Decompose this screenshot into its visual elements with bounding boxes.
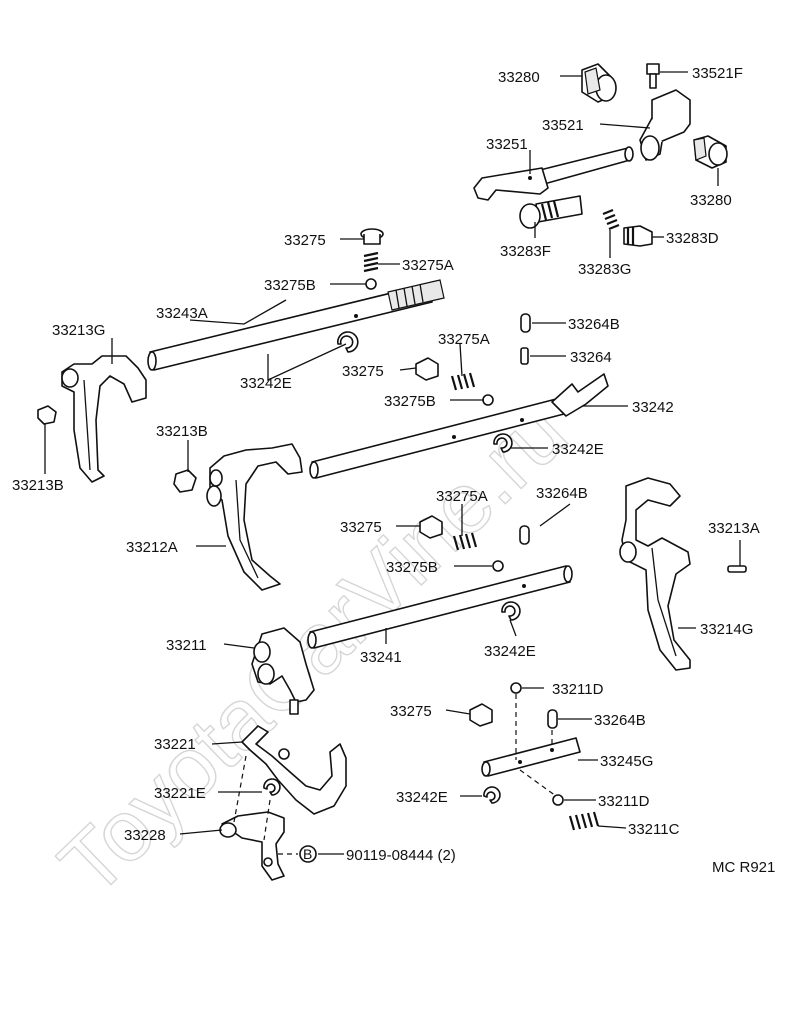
label-33242: 33242 bbox=[632, 399, 674, 416]
label-33211D-b: 33211D bbox=[598, 793, 650, 810]
label-33214G: 33214G bbox=[700, 621, 753, 638]
part-labels: 33280 33521F 33521 33251 33280 33275 332… bbox=[12, 65, 775, 876]
diagram-code: MC R921 bbox=[712, 859, 775, 876]
shift-head-33211 bbox=[251, 627, 315, 715]
spring-33275A-c bbox=[452, 532, 478, 551]
label-33275-d: 33275 bbox=[390, 703, 432, 720]
rod-33245G bbox=[481, 737, 581, 777]
spring-33283G bbox=[602, 208, 620, 231]
label-33264B-c: 33264B bbox=[594, 712, 646, 729]
label-33275A-a: 33275A bbox=[402, 257, 454, 274]
label-33283G: 33283G bbox=[578, 261, 631, 278]
label-33242E-b: 33242E bbox=[552, 441, 604, 458]
label-33280-right: 33280 bbox=[690, 192, 732, 209]
guide-dashed-33221-33228 bbox=[233, 755, 298, 855]
pin-33213A bbox=[727, 565, 747, 573]
rod-33242 bbox=[309, 373, 609, 479]
label-33275B-b: 33275B bbox=[384, 393, 436, 410]
fork-33213G bbox=[61, 355, 147, 483]
label-33275B-c: 33275B bbox=[386, 559, 438, 576]
ball-33211D-b bbox=[552, 794, 564, 806]
plug-33275-a bbox=[360, 228, 384, 245]
plug-33275-c bbox=[419, 515, 443, 539]
spring-33275A-a bbox=[363, 251, 379, 273]
label-33283D: 33283D bbox=[666, 230, 719, 247]
label-33241: 33241 bbox=[360, 649, 402, 666]
label-33275A-c: 33275A bbox=[436, 488, 488, 505]
label-33212A: 33212A bbox=[126, 539, 178, 556]
label-33280-top: 33280 bbox=[498, 69, 540, 86]
plug-33275-d bbox=[469, 703, 493, 727]
pin-33264 bbox=[520, 347, 529, 365]
label-33242E-c: 33242E bbox=[484, 643, 536, 660]
guide-dashed-33245G bbox=[515, 694, 557, 797]
pin-33264B-c bbox=[547, 709, 558, 729]
bolt-33213B-center bbox=[173, 469, 197, 493]
ball-33275B-c bbox=[492, 560, 504, 572]
plunger-33283F bbox=[519, 195, 583, 229]
label-33213G: 33213G bbox=[52, 322, 105, 339]
label-33242E-d: 33242E bbox=[396, 789, 448, 806]
label-33264: 33264 bbox=[570, 349, 612, 366]
label-33242E-a: 33242E bbox=[240, 375, 292, 392]
fork-33214G bbox=[619, 477, 691, 671]
rod-33241 bbox=[307, 565, 573, 649]
label-33221E: 33221E bbox=[154, 785, 206, 802]
label-33211: 33211 bbox=[166, 637, 207, 654]
leader-lines bbox=[44, 71, 741, 855]
label-33213B-center: 33213B bbox=[156, 423, 208, 440]
bracket-33228 bbox=[219, 811, 285, 881]
bracket-33521 bbox=[639, 89, 691, 161]
ball-33275B-a bbox=[365, 278, 377, 290]
label-33221: 33221 bbox=[154, 736, 196, 753]
clip-33242E-c bbox=[501, 601, 521, 621]
label-90119-08444: 90119-08444 (2) bbox=[346, 847, 456, 864]
label-33275B-a: 33275B bbox=[264, 277, 316, 294]
label-33275-a: 33275 bbox=[284, 232, 326, 249]
label-33245G: 33245G bbox=[600, 753, 653, 770]
label-33228: 33228 bbox=[124, 827, 166, 844]
label-33275-c: 33275 bbox=[340, 519, 382, 536]
label-33213A: 33213A bbox=[708, 520, 760, 537]
label-33251: 33251 bbox=[486, 136, 528, 153]
shift-rod-33251 bbox=[473, 146, 634, 201]
label-33213B-left: 33213B bbox=[12, 477, 64, 494]
label-33211C: 33211C bbox=[628, 821, 680, 838]
ball-33211D-a bbox=[510, 682, 522, 694]
clip-33242E-d bbox=[483, 786, 501, 804]
pin-33264B-a bbox=[520, 313, 531, 333]
fastener-b-letter: B bbox=[303, 846, 312, 862]
label-33275-b: 33275 bbox=[342, 363, 384, 380]
lever-33221 bbox=[241, 725, 347, 815]
bolt-33521F bbox=[646, 63, 660, 89]
label-33211D-a: 33211D bbox=[552, 681, 604, 698]
plug-33280-top bbox=[581, 63, 617, 103]
label-33521: 33521 bbox=[542, 117, 584, 134]
rod-33243A bbox=[147, 279, 445, 371]
spring-33275A-b bbox=[450, 372, 476, 391]
label-33264B-b: 33264B bbox=[536, 485, 588, 502]
plug-33275-b bbox=[415, 357, 439, 381]
ball-33275B-b bbox=[482, 394, 494, 406]
bolt-33213B-left bbox=[37, 405, 57, 425]
pin-33264B-b bbox=[519, 525, 530, 545]
label-33283F: 33283F bbox=[500, 243, 551, 260]
clip-33242E-a bbox=[337, 331, 359, 353]
label-33243A: 33243A bbox=[156, 305, 208, 322]
clip-33221E bbox=[263, 778, 281, 796]
spring-33211C bbox=[568, 811, 600, 831]
plug-33280-right bbox=[693, 135, 728, 169]
label-33521F: 33521F bbox=[692, 65, 743, 82]
clip-33242E-b bbox=[493, 433, 513, 453]
screw-33283D bbox=[623, 225, 653, 247]
fork-33212A bbox=[206, 443, 303, 591]
label-33264B-a: 33264B bbox=[568, 316, 620, 333]
fastener-b-symbol: B bbox=[299, 845, 317, 863]
label-33275A-b: 33275A bbox=[438, 331, 490, 348]
